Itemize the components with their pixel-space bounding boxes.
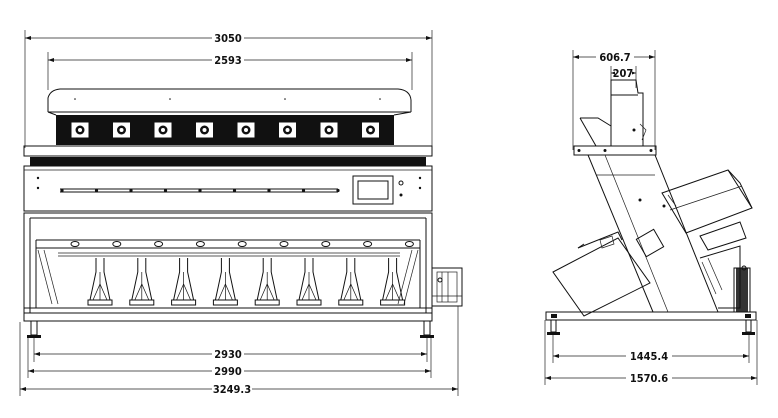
ejector-funnel — [380, 258, 406, 306]
ejector-funnel — [338, 258, 364, 306]
dim-label-3050: 3050 — [214, 32, 242, 45]
ejector-housing — [23, 212, 433, 314]
dim-inlet-width: 207 — [610, 66, 637, 88]
ejector-row — [70, 241, 414, 306]
dim-base-depth: 1445.4 — [552, 335, 750, 363]
dim-bottom-3249: 3249.3 — [19, 306, 459, 396]
dim-label-3249-3: 3249.3 — [213, 383, 251, 396]
ejector-funnel — [296, 258, 322, 306]
ejector-funnel — [171, 258, 197, 306]
side-base — [545, 311, 757, 335]
side-chute — [587, 154, 719, 313]
dim-label-606-7: 606.7 — [599, 51, 630, 64]
left-camera-box — [552, 228, 665, 317]
side-hopper — [579, 79, 647, 147]
vibrator-unit — [112, 121, 131, 139]
front-view: 3050 2593 — [19, 30, 463, 396]
dim-overall-width: 3050 — [24, 30, 433, 148]
vibrator-unit — [70, 121, 90, 139]
vibrator-row — [70, 121, 380, 139]
hopper — [47, 88, 412, 145]
side-motor — [431, 267, 463, 307]
vibrator-unit — [319, 121, 339, 139]
side-top-plate — [573, 145, 657, 156]
vibrator-unit — [195, 121, 214, 139]
ejector-funnel — [87, 258, 113, 306]
feet — [23, 312, 434, 338]
right-camera-box — [661, 169, 753, 251]
vibrator-unit — [361, 121, 380, 139]
ejector-funnel — [212, 258, 238, 306]
vibrator-unit — [278, 121, 297, 139]
top-frame — [23, 145, 433, 212]
dim-bottom-2990: 2990 — [27, 338, 432, 378]
dim-label-1445-4: 1445.4 — [630, 350, 668, 363]
dim-bottom-2930: 2930 — [33, 338, 428, 362]
dim-label-1570-6: 1570.6 — [630, 372, 668, 385]
vibrator-unit — [236, 121, 256, 139]
side-cabinet — [699, 245, 751, 313]
dim-overall-depth: 1570.6 — [544, 320, 758, 385]
dim-label-2990: 2990 — [214, 365, 242, 378]
dim-label-2593: 2593 — [214, 54, 242, 67]
dim-label-2930: 2930 — [214, 348, 242, 361]
ejector-funnel — [129, 258, 155, 306]
side-view: 606.7 207 — [544, 50, 758, 385]
vibrator-unit — [153, 121, 173, 139]
display-screen — [352, 175, 394, 205]
dim-label-207: 207 — [613, 67, 634, 80]
dim-top-width: 606.7 — [572, 50, 656, 150]
dim-hopper-width: 2593 — [47, 52, 413, 90]
ejector-funnel — [254, 258, 280, 306]
